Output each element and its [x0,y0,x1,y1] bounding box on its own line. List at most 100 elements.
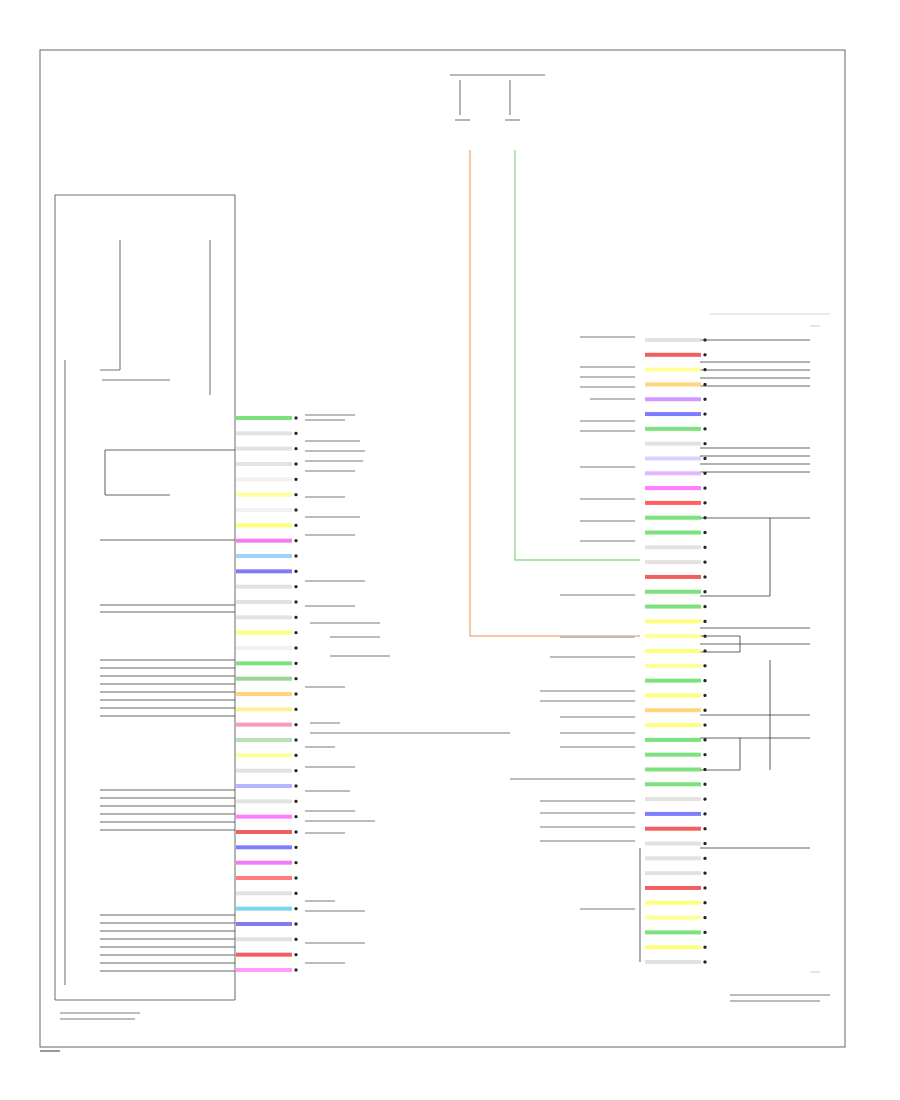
right-connector-pin-9 [645,456,701,461]
right-connector-pin-38 [645,885,701,890]
right-connector-pin-terminal-2 [703,353,707,357]
left-connector-pin-terminal-6 [294,493,298,497]
right-connector-pin-terminal-19 [703,604,707,609]
left-connector-pin-terminal-30 [294,861,298,865]
left-connector-pin-terminal-1 [294,416,298,420]
right-connector-pin-24 [645,678,701,683]
left-connector-pin-19 [236,692,292,696]
right-label-block [510,336,635,910]
right-connector-pin-terminal-6 [703,412,707,416]
right-connector-pin-terminal-39 [703,901,707,905]
left-connector-pin-22 [236,738,292,742]
left-connector-pin-32 [236,891,292,896]
right-connector-pin-21 [645,634,701,639]
right-connector-pin-terminal-35 [703,841,707,846]
right-connector-pin-terminal-13 [703,516,707,520]
left-connector-pin-16 [236,646,292,650]
left-connector-pin-terminal-35 [294,937,298,941]
right-connector-pin-2 [645,352,701,357]
right-connector-pin-39 [645,900,701,905]
right-connector-pin-19 [645,604,701,609]
right-connector-pin-terminal-38 [703,886,707,890]
diagram-frame [39,49,846,1048]
left-connector-pin-34 [236,922,292,926]
right-connector-pin-terminal-24 [703,679,707,683]
left-wire-bundle [100,449,235,972]
left-connector-pin-terminal-23 [294,753,298,757]
left-connector-pin-37 [236,968,292,972]
left-connector-pin-terminal-29 [294,845,298,849]
left-connector-pin-4 [236,462,292,466]
left-label-block [305,414,510,964]
left-connector-pin-terminal-21 [294,723,298,727]
right-connector-pin-terminal-28 [703,738,707,742]
right-connector-pin-terminal-3 [703,368,707,372]
bottom-caption-left [60,1012,140,1020]
left-connector-pins [236,416,298,972]
left-connector-pin-23 [236,753,292,758]
left-connector-pin-terminal-11 [294,569,298,573]
right-connector-pin-14 [645,530,701,535]
left-connector-pin-6 [236,492,292,497]
right-connector-pin-terminal-20 [703,619,707,623]
left-connector-pin-terminal-20 [294,707,298,711]
right-connector-pin-terminal-33 [703,812,707,816]
left-connector-pin-terminal-25 [294,784,298,788]
left-connector-pin-8 [236,523,292,528]
left-connector-pin-24 [236,768,292,773]
left-connector-pin-14 [236,615,292,620]
left-connector-pin-terminal-12 [294,585,298,589]
right-connector-pin-37 [645,871,701,876]
right-connector-pin-34 [645,826,701,831]
right-connector-pin-terminal-27 [703,723,707,727]
left-connector-pin-25 [236,784,292,788]
left-connector-pin-9 [236,538,292,543]
right-connector-pin-20 [645,619,701,624]
left-connector-pin-30 [236,860,292,865]
left-connector-pin-11 [236,569,292,574]
right-connector-pin-terminal-7 [703,427,707,431]
left-connector-pin-20 [236,707,292,712]
right-connector-pin-29 [645,752,701,757]
right-connector-pin-41 [645,930,701,935]
right-fuse-group [450,74,545,121]
right-connector-pin-terminal-15 [703,545,707,549]
right-connector-pin-18 [645,589,701,594]
left-connector-pin-terminal-18 [294,677,298,681]
left-connector-pin-terminal-19 [294,692,298,696]
right-connector-pin-25 [645,693,701,698]
right-connector-pin-27 [645,723,701,728]
right-connector-pin-33 [645,811,701,816]
right-connector-pin-35 [645,841,701,846]
right-connector-pin-terminal-40 [703,915,707,920]
right-connector-pin-terminal-23 [703,664,707,668]
right-connector-pin-terminal-41 [703,930,707,934]
right-connector-pin-1 [645,338,701,342]
right-connector-pin-10 [645,471,701,476]
right-connector-pin-terminal-43 [703,960,707,964]
left-connector-pin-terminal-32 [294,891,298,895]
right-connector-pin-terminal-34 [703,827,707,831]
left-connector-pin-terminal-3 [294,447,298,451]
left-connector-pin-27 [236,814,292,819]
left-connector-pin-terminal-2 [294,431,298,435]
right-connector-pin-terminal-11 [703,486,707,490]
right-connector-pin-13 [645,515,701,520]
left-connector-pin-2 [236,431,292,436]
right-connector-pin-30 [645,767,701,772]
left-connector-pin-terminal-27 [294,815,298,819]
right-connector-pin-terminal-4 [703,382,707,387]
right-connector-pin-15 [645,545,701,550]
left-connector-pin-terminal-31 [294,876,298,880]
left-connector-pin-terminal-16 [294,646,298,650]
right-connector-pin-terminal-12 [703,501,707,505]
left-connector-pin-28 [236,830,292,834]
right-connector-pin-11 [645,486,701,491]
right-connector-pin-terminal-8 [703,442,707,446]
left-connector-pin-terminal-8 [294,523,298,527]
left-connector-pin-36 [236,952,292,957]
right-connector-pin-8 [645,441,701,446]
left-fuse-group [54,194,236,1001]
right-connector-pin-terminal-25 [703,693,707,698]
